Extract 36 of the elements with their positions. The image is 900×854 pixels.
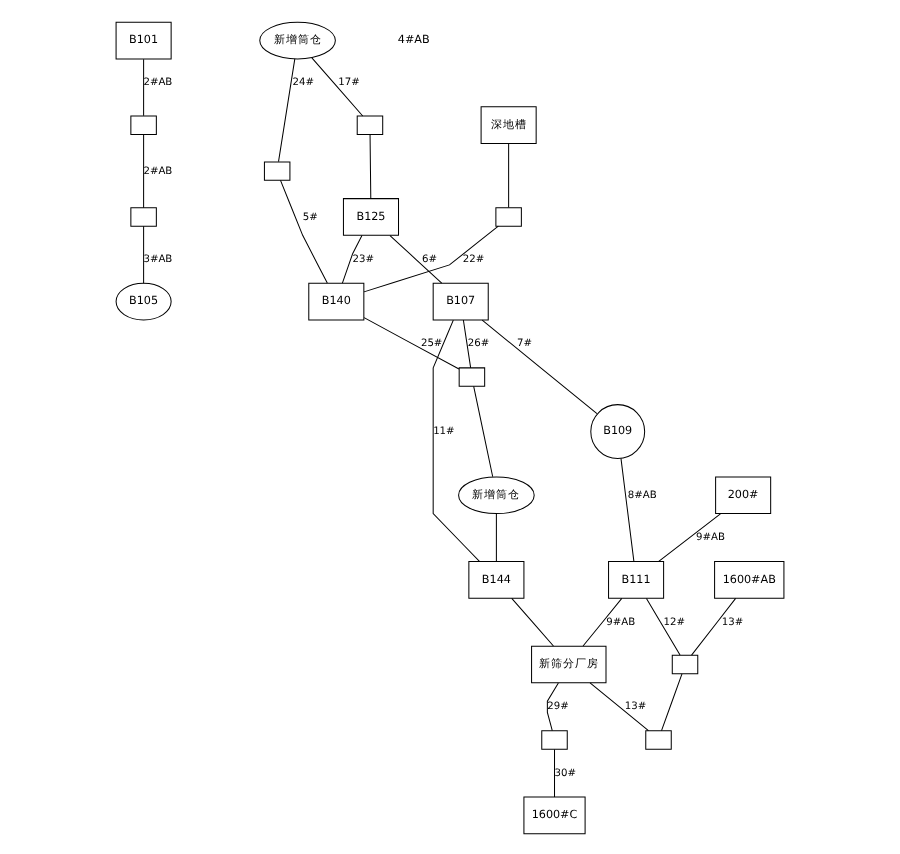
connector	[620, 456, 635, 561]
node-box	[458, 366, 486, 386]
connector	[658, 512, 721, 561]
connector	[143, 224, 145, 283]
connector	[363, 316, 460, 369]
connector	[369, 133, 372, 199]
node-box	[541, 729, 568, 749]
connector	[143, 57, 145, 116]
connector	[589, 681, 649, 731]
node-box	[263, 160, 291, 180]
connector	[645, 596, 681, 655]
connector	[661, 672, 683, 731]
connector	[582, 596, 623, 646]
connector	[278, 57, 296, 162]
connector	[432, 318, 480, 561]
connector	[389, 234, 443, 283]
connector	[511, 596, 554, 646]
connector	[311, 56, 364, 116]
connector	[481, 318, 598, 414]
connector	[508, 142, 510, 207]
node-box	[495, 206, 522, 226]
connector	[554, 747, 555, 797]
connector	[462, 318, 472, 368]
connector	[495, 512, 497, 561]
connector	[691, 596, 737, 655]
node-box	[671, 653, 699, 674]
node-box	[130, 206, 157, 226]
connector	[280, 178, 328, 283]
connector	[473, 384, 494, 477]
node-box	[356, 114, 384, 134]
node-box	[645, 729, 672, 749]
node-box	[130, 114, 157, 134]
connector	[363, 224, 499, 292]
connector	[341, 233, 363, 283]
connector	[546, 681, 559, 731]
connector	[143, 133, 145, 208]
